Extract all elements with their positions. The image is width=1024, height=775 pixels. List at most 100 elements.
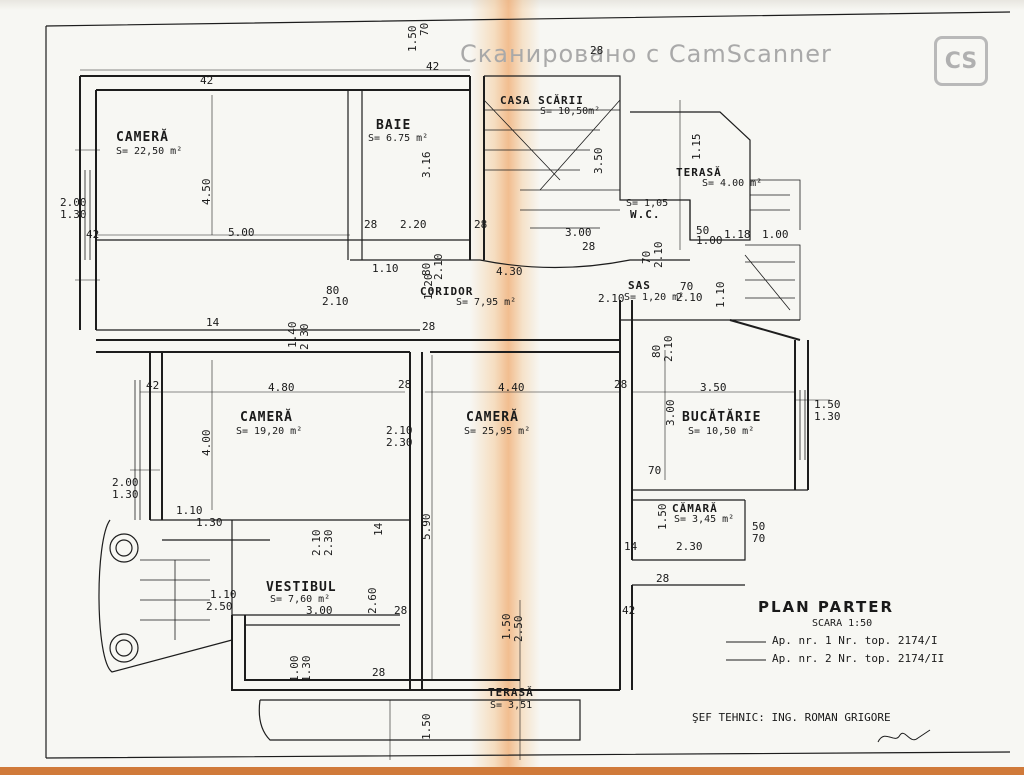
- plan-title: PLAN PARTER: [758, 598, 895, 616]
- stair-diagonal: [483, 99, 621, 191]
- dim-28d: 28: [422, 320, 436, 333]
- dim-250b: 2.50: [512, 615, 525, 643]
- dim-500: 5.00: [228, 226, 255, 239]
- dim-230b: 2.30: [386, 436, 413, 449]
- dim-28e: 28: [398, 378, 412, 391]
- camscanner-logo: CS: [934, 36, 988, 86]
- dim-28b: 28: [364, 218, 378, 231]
- dim-590: 5.90: [420, 513, 433, 541]
- room-camera-c-area: S= 25,95 m²: [464, 426, 531, 437]
- wall-camera-bathroom: [347, 90, 363, 260]
- dim-210f: 2.10: [662, 335, 675, 363]
- dim-28f: 28: [614, 378, 628, 391]
- room-camera-nw-name: CAMERĂ: [116, 130, 169, 145]
- room-baie-area: S= 6.75 m²: [368, 133, 429, 144]
- room-camara-name: CĂMARĂ: [672, 502, 718, 515]
- dim-250: 2.50: [206, 600, 233, 613]
- terrace-ne-steps: [750, 179, 801, 230]
- dim-210g: 2.10: [386, 424, 413, 437]
- plan-scale: SCARA 1:50: [812, 618, 873, 629]
- wall-mid-horizontal: [96, 339, 620, 353]
- entrance-stair-outline: [98, 519, 233, 673]
- room-casa-scarii-area: S= 10,50m²: [540, 106, 601, 117]
- vestibule-partition: [232, 614, 400, 626]
- dim-70d: 70: [648, 464, 662, 477]
- dim-110d: 1.10: [714, 281, 727, 309]
- room-coridor-name: CORIDOR: [420, 285, 474, 298]
- signature-line: ŞEF TEHNIC: ING. ROMAN GRIGORE: [692, 711, 891, 724]
- wall-south-east: [619, 560, 633, 690]
- dim-42a: 42: [200, 74, 214, 87]
- legend-ap2: Ap. nr. 2 Nr. top. 2174/II: [772, 652, 945, 665]
- wall-north-outer: [80, 75, 470, 91]
- wall-kitchen-south: [632, 489, 808, 501]
- room-wc-name: W.C.: [630, 208, 661, 221]
- dim-316: 3.16: [420, 151, 433, 179]
- dim-28i: 28: [394, 604, 408, 617]
- wall-camera-kitchen: [619, 300, 633, 560]
- dim-14b: 14: [372, 522, 385, 536]
- room-terasa-s-area: S= 3,51: [490, 700, 533, 711]
- room-baie-name: BAIE: [376, 118, 412, 133]
- dim-110a: 1.10: [372, 262, 399, 275]
- dim-150b: 1.50: [814, 398, 841, 411]
- dim-28j: 28: [372, 666, 386, 679]
- dim-50b: 50: [696, 224, 710, 237]
- camscanner-watermark: Сканировано с CamScanner: [460, 40, 832, 68]
- wall-vestibule-north: [150, 519, 410, 541]
- dim-28h: 28: [656, 572, 670, 585]
- room-bucatarie-area: S= 10,50 m²: [688, 426, 755, 437]
- corridor-north-wall: [350, 259, 690, 269]
- column-top-inner: [115, 539, 133, 557]
- legend-ap1: Ap. nr. 1 Nr. top. 2174/I: [772, 634, 938, 647]
- dim-230d: 2.30: [322, 529, 335, 557]
- room-camera-nw-area: S= 22,50 m²: [116, 146, 183, 157]
- wall-west-upper: [79, 76, 97, 330]
- dim-480: 4.80: [268, 381, 295, 394]
- dim-130e: 1.30: [300, 655, 313, 683]
- stair-treads: [484, 109, 620, 229]
- dim-28a: 28: [590, 44, 604, 57]
- room-vestibul-area: S= 7,60 m²: [270, 594, 331, 605]
- wall-west-mid: [149, 352, 163, 520]
- paper-edge-bottom: [0, 767, 1024, 775]
- dim-line-300: [664, 100, 681, 480]
- dim-14a: 14: [206, 316, 220, 329]
- dim-70a: 70: [418, 22, 431, 36]
- opening-marks: [84, 170, 806, 520]
- dim-110b: 1.10: [176, 504, 203, 517]
- column-top: [109, 533, 139, 563]
- room-bucatarie-name: BUCĂTĂRIE: [682, 410, 762, 425]
- dim-210a: 2.10: [322, 295, 349, 308]
- south-terrace: [258, 699, 581, 741]
- dim-200a: 2.00: [60, 196, 87, 209]
- dim-118: 1.18: [724, 228, 751, 241]
- dim-115: 1.15: [690, 133, 703, 161]
- dim-210b: 2.10: [652, 241, 665, 269]
- dim-440: 4.40: [498, 381, 525, 394]
- dim-150c: 1.50: [656, 503, 669, 531]
- dim-42d: 42: [146, 379, 160, 392]
- dim-28c: 28: [474, 218, 488, 231]
- dim-210e: 2.10: [676, 291, 703, 304]
- room-camera-w-area: S= 19,20 m²: [236, 426, 303, 437]
- wall-camera-camera: [409, 352, 423, 690]
- dim-300b: 3.00: [664, 399, 677, 427]
- entrance-stair-treads: [140, 559, 210, 640]
- dim-230c: 2.30: [676, 540, 703, 553]
- dim-230a: 2.30: [298, 323, 311, 351]
- dim-200b: 2.00: [112, 476, 139, 489]
- pantry-walls: [632, 500, 746, 586]
- dim-ticks: [75, 149, 830, 760]
- room-casa-scarii-name: CASA SCĂRII: [500, 94, 584, 107]
- signature-scribble: [877, 729, 931, 743]
- terrace-ne: [630, 111, 751, 241]
- dim-70c: 70: [680, 280, 694, 293]
- dim-42e: 42: [622, 604, 636, 617]
- steps-ne: [744, 244, 801, 320]
- corridor-south-wall: [96, 319, 800, 341]
- dim-80a: 80: [326, 284, 340, 297]
- dim-100c: 1.00: [762, 228, 789, 241]
- room-terasa-ne-area: S= 4.00 m²: [702, 178, 763, 189]
